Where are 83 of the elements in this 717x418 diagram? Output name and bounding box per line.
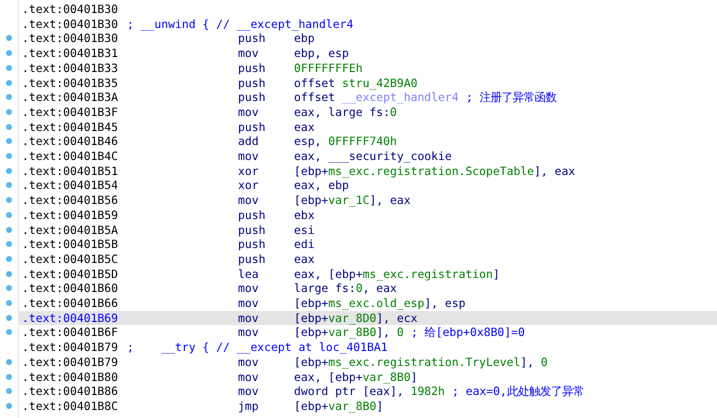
instruction-operand: eax	[294, 120, 315, 134]
instruction-operand: 0FFFFFFFEh	[294, 60, 363, 75]
address-text: .text:00401B31	[22, 46, 118, 60]
address-text: .text:00401B33	[22, 60, 118, 75]
code-comment: ; eax=0,此处触发了异常	[452, 384, 584, 398]
address-text: .text:00401B66	[22, 296, 118, 310]
instruction-operand: eax, [ebp+ms_exc.registration]	[294, 266, 500, 281]
instruction-operand: eax, ___security_cookie	[294, 149, 452, 163]
address-text: .text:00401B30	[22, 31, 118, 46]
instruction-mnemonic: jmp	[238, 398, 259, 413]
instruction-mnemonic: xor	[238, 178, 259, 192]
address-text: .text:00401B46	[22, 134, 118, 148]
address-text: .text:00401B5D	[22, 266, 118, 281]
instruction-operand: offset __except_handler4	[294, 90, 459, 104]
instruction-operand: [ebp+var_1C], eax	[294, 193, 411, 208]
address-text: .text:00401B6F	[22, 325, 118, 340]
address-text: .text:00401B56	[22, 193, 118, 208]
instruction-mnemonic: xor	[238, 164, 259, 178]
address-text: .text:00401B5C	[22, 252, 118, 266]
address-text: .text:00401B3A	[22, 90, 118, 104]
instruction-operand: large fs:0, eax	[294, 281, 397, 296]
instruction-mnemonic: mov	[238, 46, 259, 60]
instruction-operand: [ebp+var_8B0]	[294, 398, 384, 413]
instruction-operand: eax	[294, 252, 315, 266]
instruction-mnemonic: lea	[238, 266, 259, 281]
instruction-mnemonic: push	[238, 222, 266, 236]
address-text: .text:00401B79	[22, 354, 118, 369]
instruction-mnemonic: mov	[238, 193, 259, 208]
instruction-operand: edi	[294, 237, 315, 252]
instruction-mnemonic: push	[238, 237, 266, 252]
code-comment: ; __unwind { // __except_handler4	[127, 16, 354, 31]
address-text: .text:00401B45	[22, 120, 118, 134]
instruction-operand: eax, large fs:0	[294, 104, 397, 119]
instruction-operand: ebp	[294, 31, 315, 46]
address-text: .text:00401B3F	[22, 104, 118, 119]
address-text: .text:00401B30	[22, 16, 118, 31]
instruction-mnemonic: push	[238, 208, 266, 222]
instruction-operand: ebx	[294, 208, 315, 222]
address-text: .text:00401B54	[22, 178, 118, 192]
code-comment: ; 给[ebp+0x8B0]=0	[411, 325, 525, 340]
address-text: .text:00401B8C	[22, 398, 118, 413]
instruction-operand: esp, 0FFFFF740h	[294, 134, 397, 148]
address-text: .text:00401B80	[22, 370, 118, 384]
instruction-operand: [ebp+ms_exc.registration.TryLevel], 0	[294, 354, 548, 369]
address-text: .text:00401B5A	[22, 222, 118, 236]
instruction-mnemonic: push	[238, 60, 266, 75]
code-comment: ; 注册了异常函数	[466, 90, 557, 104]
instruction-operand: offset stru_42B9A0	[294, 76, 418, 90]
instruction-mnemonic: mov	[238, 370, 259, 384]
instruction-mnemonic: push	[238, 76, 266, 90]
instruction-mnemonic: add	[238, 134, 259, 148]
instruction-mnemonic: push	[238, 90, 266, 104]
instruction-operand: [ebp+var_8B0], 0	[294, 325, 404, 340]
instruction-mnemonic: mov	[238, 325, 259, 340]
instruction-operand: ebp, esp	[294, 46, 349, 60]
instruction-mnemonic: mov	[238, 281, 259, 296]
instruction-mnemonic: mov	[238, 310, 259, 325]
address-text: .text:00401B79	[22, 340, 118, 354]
address-text: .text:00401B86	[22, 384, 118, 398]
address-text: .text:00401B5B	[22, 237, 118, 252]
address-text: .text:00401B30	[22, 2, 118, 16]
instruction-mnemonic: mov	[238, 296, 259, 310]
instruction-operand: [ebp+ms_exc.registration.ScopeTable], eax	[294, 164, 576, 178]
instruction-operand: eax, ebp	[294, 178, 349, 192]
address-text: .text:00401B59	[22, 208, 118, 222]
instruction-mnemonic: mov	[238, 354, 259, 369]
instruction-mnemonic: mov	[238, 384, 259, 398]
instruction-mnemonic: mov	[238, 104, 259, 119]
address-text: .text:00401B35	[22, 76, 118, 90]
instruction-operand: esi	[294, 222, 315, 236]
instruction-operand: [ebp+var_8D0], ecx	[294, 310, 418, 325]
instruction-mnemonic: push	[238, 31, 266, 46]
instruction-operand: [ebp+ms_exc.old_esp], esp	[294, 296, 466, 310]
instruction-operand: eax, [ebp+var_8B0]	[294, 370, 418, 384]
instruction-mnemonic: mov	[238, 149, 259, 163]
address-text: .text:00401B51	[22, 164, 118, 178]
code-comment: ; __try { // __except at loc_401BA1	[127, 340, 388, 354]
instruction-mnemonic: push	[238, 120, 266, 134]
instruction-mnemonic: push	[238, 252, 266, 266]
address-text: .text:00401B4C	[22, 149, 118, 163]
address-text: .text:00401B60	[22, 281, 118, 296]
address-text: .text:00401B69	[22, 310, 118, 325]
instruction-operand: dword ptr [eax], 1982h	[294, 384, 445, 398]
